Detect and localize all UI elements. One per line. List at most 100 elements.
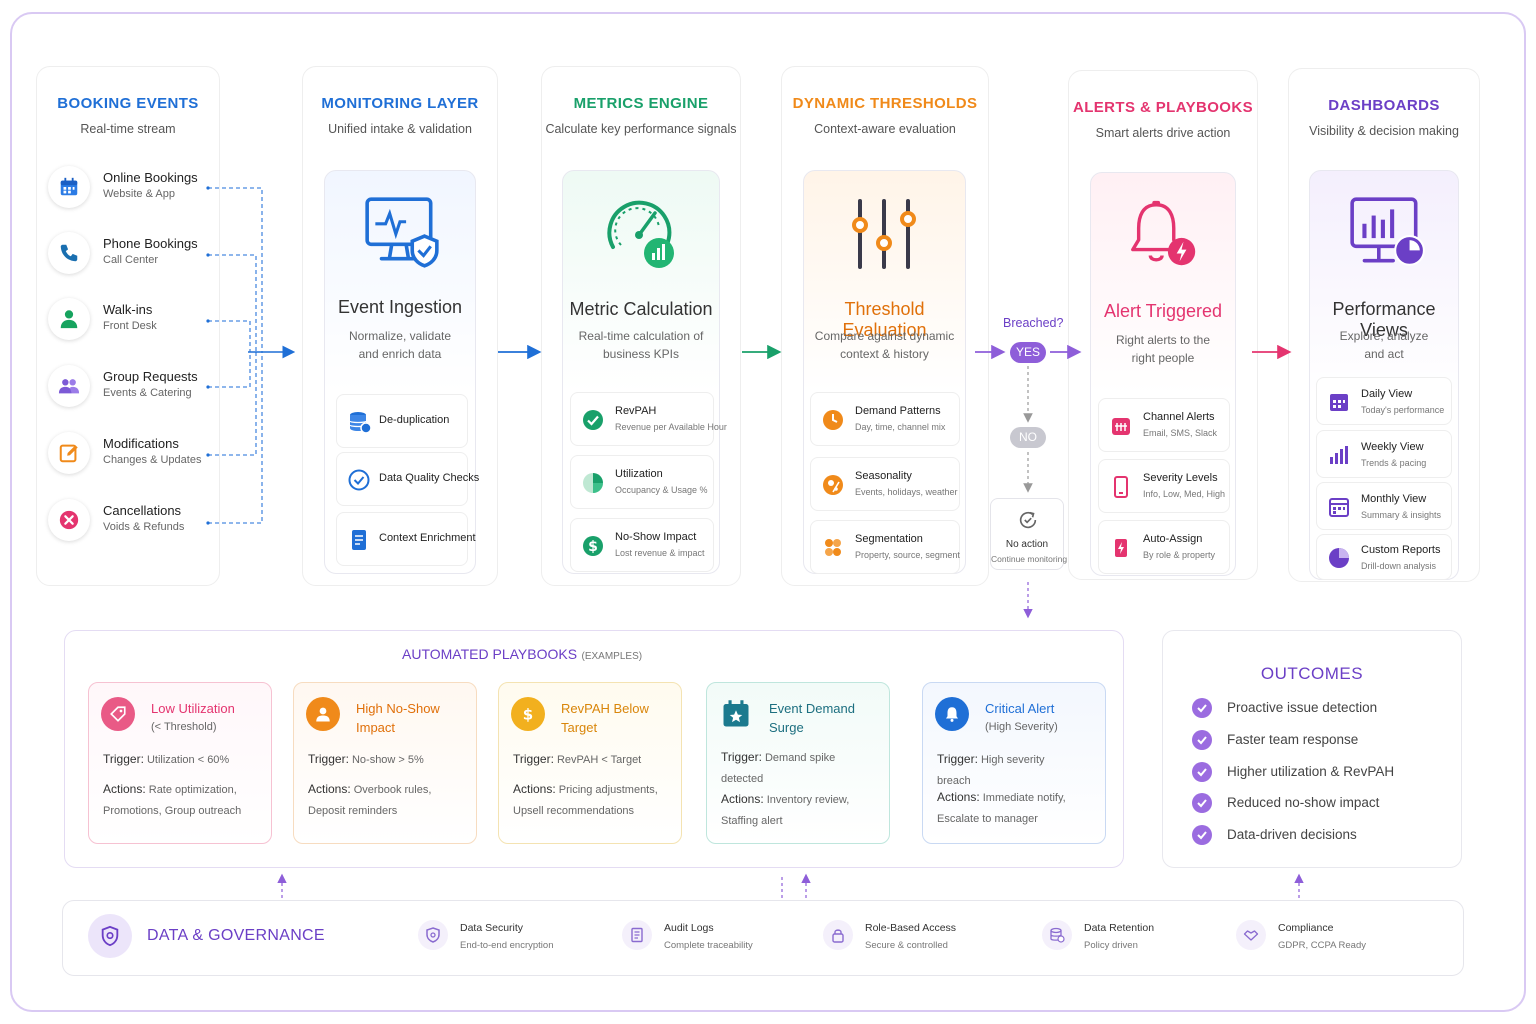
playbooks-title-suffix: (EXAMPLES) [581, 651, 643, 662]
check-icon [1197, 704, 1207, 713]
gov-name: Audit Logs [664, 922, 714, 934]
threshold-segmentation[interactable]: Segmentation Property, source, segment [810, 520, 960, 574]
governance-panel [62, 900, 1464, 976]
item-name: Custom Reports [1361, 544, 1441, 556]
metric-revpah[interactable]: RevPAH Revenue per Available Hour [570, 392, 727, 446]
view-custom-reports[interactable]: Custom Reports Drill-down analysis [1316, 534, 1452, 580]
item-name: Seasonality [855, 470, 912, 482]
actions-line1: Overbook rules, [353, 784, 432, 796]
view-weekly[interactable]: Weekly View Trends & pacing [1316, 430, 1452, 478]
no-action-sub: Continue monitoring [991, 554, 1068, 564]
playbook-title: Event Demand [769, 701, 855, 716]
trigger-label: Trigger: [103, 752, 144, 766]
item-name: Daily View [1361, 388, 1413, 400]
event-ingestion-card: Event Ingestion Normalize, validate and … [324, 170, 476, 574]
yes-pill: YES [1010, 342, 1046, 363]
trigger-line2: detected [721, 773, 764, 785]
item-sub: Email, SMS, Slack [1143, 428, 1218, 438]
event-sub: Website & App [103, 188, 175, 200]
event-modifications[interactable]: Modifications Changes & Updates [48, 432, 218, 478]
diagram-frame [10, 12, 1526, 1012]
item-label: Data Quality Checks [379, 472, 480, 484]
yes-label: YES [1015, 345, 1040, 359]
threshold-seasonality[interactable]: Seasonality Events, holidays, weather [810, 457, 960, 511]
event-name: Cancellations [103, 503, 182, 518]
event-phone-bookings[interactable]: Phone Bookings Call Center [48, 232, 218, 278]
item-sub: Revenue per Available Hour [615, 422, 727, 432]
playbook-critical-alert[interactable]: Critical Alert(High Severity) Trigger: H… [922, 682, 1106, 844]
item-label: De-duplication [379, 414, 450, 426]
metric-utilization[interactable]: Utilization Occupancy & Usage % [570, 455, 714, 509]
thresholds-title: DYNAMIC THRESHOLDS [792, 95, 978, 112]
refresh-check-icon [1019, 511, 1037, 529]
actions-label: Actions: [103, 782, 146, 796]
view-daily[interactable]: Daily View Today's performance [1316, 377, 1452, 425]
monitor-shield-icon [365, 197, 439, 268]
alerts-title: ALERTS & PLAYBOOKS [1072, 99, 1253, 116]
alerts-subtitle: Smart alerts drive action [1095, 126, 1231, 140]
actions-label: Actions: [937, 790, 980, 804]
booking-events-title: BOOKING EVENTS [57, 95, 199, 112]
playbook-title: Low Utilization [151, 701, 235, 716]
item-name: Auto-Assign [1143, 533, 1203, 545]
item-name: No-Show Impact [615, 531, 697, 543]
gauge-chart-icon [607, 200, 674, 268]
dashboards-subtitle: Visibility & decision making [1309, 124, 1459, 138]
playbook-low-utilization[interactable]: Low Utilization(< Threshold) Trigger: Ut… [88, 682, 272, 844]
threshold-demand-patterns[interactable]: Demand Patterns Day, time, channel mix [810, 392, 960, 446]
dollar-icon: $ [583, 536, 603, 556]
item-data-quality-checks[interactable]: Data Quality Checks [336, 452, 479, 506]
item-de-duplication[interactable]: De-duplication [336, 394, 468, 448]
playbook-title: RevPAH Below [561, 701, 649, 716]
calendar-icon [1330, 394, 1348, 411]
actions-line2: Deposit reminders [308, 805, 398, 817]
event-cancellations[interactable]: Cancellations Voids & Refunds [48, 499, 218, 545]
gov-sub: Secure & controlled [865, 940, 948, 951]
event-walk-ins[interactable]: Walk-ins Front Desk [48, 298, 218, 344]
item-sub: Summary & insights [1361, 510, 1442, 520]
item-sub: Property, source, segment [855, 550, 960, 560]
actions-label: Actions: [308, 782, 351, 796]
edit-icon [59, 444, 78, 463]
alert-auto-assign[interactable]: Auto-Assign By role & property [1098, 520, 1230, 574]
card-title: Threshold Evaluation [842, 299, 927, 340]
actions-line2: Upsell recommendations [513, 805, 635, 817]
trigger-label: Trigger: [937, 752, 978, 766]
trigger-value: Utilization < 60% [146, 754, 230, 766]
alert-channel-alerts[interactable]: Channel Alerts Email, SMS, Slack [1098, 398, 1230, 452]
item-sub: Today's performance [1361, 405, 1445, 415]
mobile-alert-icon [1114, 476, 1128, 498]
dollar-icon: $ [523, 705, 533, 723]
tag-icon [110, 706, 126, 722]
view-monthly[interactable]: Monthly View Summary & insights [1316, 482, 1452, 530]
item-context-enrichment[interactable]: Context Enrichment [336, 512, 476, 566]
outcome-label: Proactive issue detection [1227, 700, 1378, 715]
item-name: Severity Levels [1143, 472, 1218, 484]
card-title: Performance Views [1332, 299, 1436, 340]
actions-line2: Promotions, Group outreach [103, 805, 242, 817]
item-name: RevPAH [615, 405, 657, 417]
gov-sub: Complete traceability [664, 940, 753, 951]
alert-severity-levels[interactable]: Severity Levels Info, Low, Med, High [1098, 459, 1230, 513]
event-online-bookings[interactable]: Online Bookings Website & App [48, 166, 218, 212]
metrics-subtitle: Calculate key performance signals [545, 122, 737, 136]
event-sub: Call Center [103, 254, 159, 266]
no-action-box: No action Continue monitoring [990, 498, 1068, 570]
svg-text:$: $ [588, 539, 598, 555]
monitoring-title: MONITORING LAYER [321, 95, 479, 112]
event-name: Walk-ins [103, 302, 153, 317]
auto-assign-icon [1115, 539, 1127, 557]
trigger-line1: High severity [980, 754, 1045, 766]
svg-text:$: $ [523, 705, 533, 723]
actions-line1: Pricing adjustments, [558, 784, 658, 796]
gov-sub: GDPR, CCPA Ready [1278, 940, 1366, 951]
card-desc-line1: Real-time calculation of [578, 329, 704, 343]
metric-no-show-impact[interactable]: $ No-Show Impact Lost revenue & impact [570, 518, 714, 572]
event-group-requests[interactable]: Group Requests Events & Catering [48, 365, 218, 411]
playbook-subtitle: Impact [356, 720, 396, 735]
bar-chart-icon [1330, 446, 1348, 464]
no-action-label: No action [1005, 539, 1049, 550]
